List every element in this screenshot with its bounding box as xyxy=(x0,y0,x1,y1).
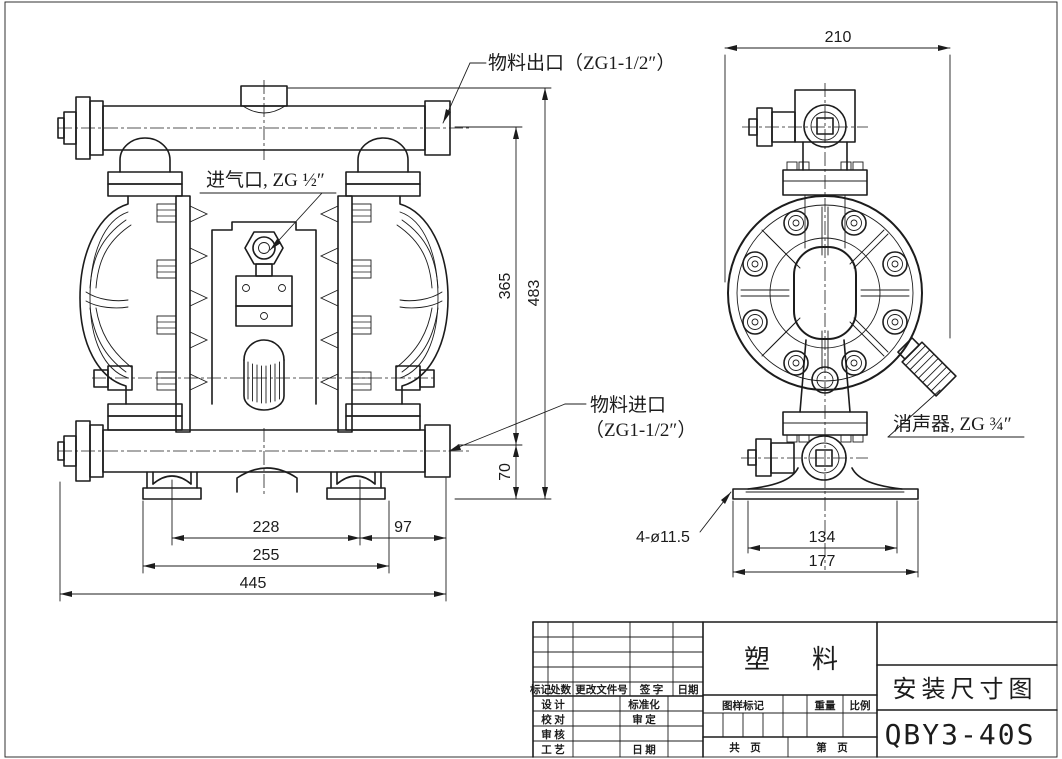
label-air-inlet: 进气口, ZG ½″ xyxy=(206,169,325,191)
center-foot-hump xyxy=(236,467,298,493)
dim-210: 210 xyxy=(825,29,852,46)
dim-134: 134 xyxy=(809,529,836,546)
tb-design: 设 计 xyxy=(541,698,565,711)
callouts: 物料出口（ZG1-1/2″） 进气口, ZG ½″ 物料进口 （ZG1-1/2″… xyxy=(199,52,1025,546)
dim-483: 483 xyxy=(526,280,543,307)
air-inlet-fitting xyxy=(244,231,284,265)
side-top-port xyxy=(748,89,868,249)
tb-scale: 比例 xyxy=(850,699,871,712)
tb-mark: 标记 xyxy=(529,683,551,696)
tb-date: 日期 xyxy=(678,683,699,696)
tb-craft: 工 艺 xyxy=(541,743,565,756)
inlet-manifold xyxy=(57,420,451,493)
pump-chamber-right xyxy=(320,137,449,500)
label-outlet: 物料出口（ZG1-1/2″） xyxy=(488,52,675,74)
label-inlet-1: 物料进口 xyxy=(590,394,666,416)
label-bolt-holes: 4-ø11.5 xyxy=(636,529,690,546)
label-inlet-2: （ZG1-1/2″） xyxy=(585,419,696,441)
side-base xyxy=(732,411,919,500)
tb-ratify: 审 定 xyxy=(632,713,656,726)
side-housing xyxy=(727,195,923,413)
front-view xyxy=(57,80,470,500)
dim-228: 228 xyxy=(253,519,280,536)
muffler xyxy=(897,337,957,397)
tb-material: 塑 料 xyxy=(744,645,846,674)
tb-proofread: 校 对 xyxy=(541,713,565,726)
dim-70: 70 xyxy=(497,463,514,481)
tb-model: QBY3-40S xyxy=(885,718,1036,751)
dim-177: 177 xyxy=(809,553,836,570)
tb-weight: 重量 xyxy=(815,699,836,712)
tb-total-pages: 共 页 xyxy=(729,741,761,754)
center-muffler xyxy=(243,339,285,411)
tb-standardization: 标准化 xyxy=(627,698,660,711)
label-muffler: 消声器, ZG ¾″ xyxy=(893,413,1012,435)
dim-255: 255 xyxy=(253,547,280,564)
title-block: 标记 处数 更改文件号 签 字 日期 设 计 标准化 校 对 审 定 审 核 工… xyxy=(529,621,1058,758)
tb-role-date: 日 期 xyxy=(632,743,656,756)
tb-drawing-name: 安装尺寸图 xyxy=(893,676,1038,703)
clamp-bolts xyxy=(156,203,177,391)
side-view xyxy=(727,83,957,570)
side-dimensions: 210 134 177 xyxy=(724,29,951,578)
dim-445: 445 xyxy=(240,575,267,592)
top-port-boss xyxy=(240,85,288,107)
dim-365: 365 xyxy=(497,273,514,300)
dim-97: 97 xyxy=(394,519,412,536)
sheet-border xyxy=(4,1,1058,758)
tb-qty: 处数 xyxy=(549,683,571,696)
tb-change-doc: 更改文件号 xyxy=(575,683,628,696)
tb-stamp: 图样标记 xyxy=(722,699,764,712)
housing-center-boss xyxy=(793,246,857,340)
tb-review: 审 核 xyxy=(541,728,565,741)
outlet-manifold xyxy=(57,85,451,160)
pump-chamber-left xyxy=(79,137,209,500)
tb-signature: 签 字 xyxy=(639,683,664,696)
center-body xyxy=(211,221,317,411)
front-dimensions: 228 97 255 445 365 483 70 xyxy=(59,87,552,602)
housing-bolts xyxy=(742,210,908,376)
tb-page-num: 第 页 xyxy=(816,741,848,754)
